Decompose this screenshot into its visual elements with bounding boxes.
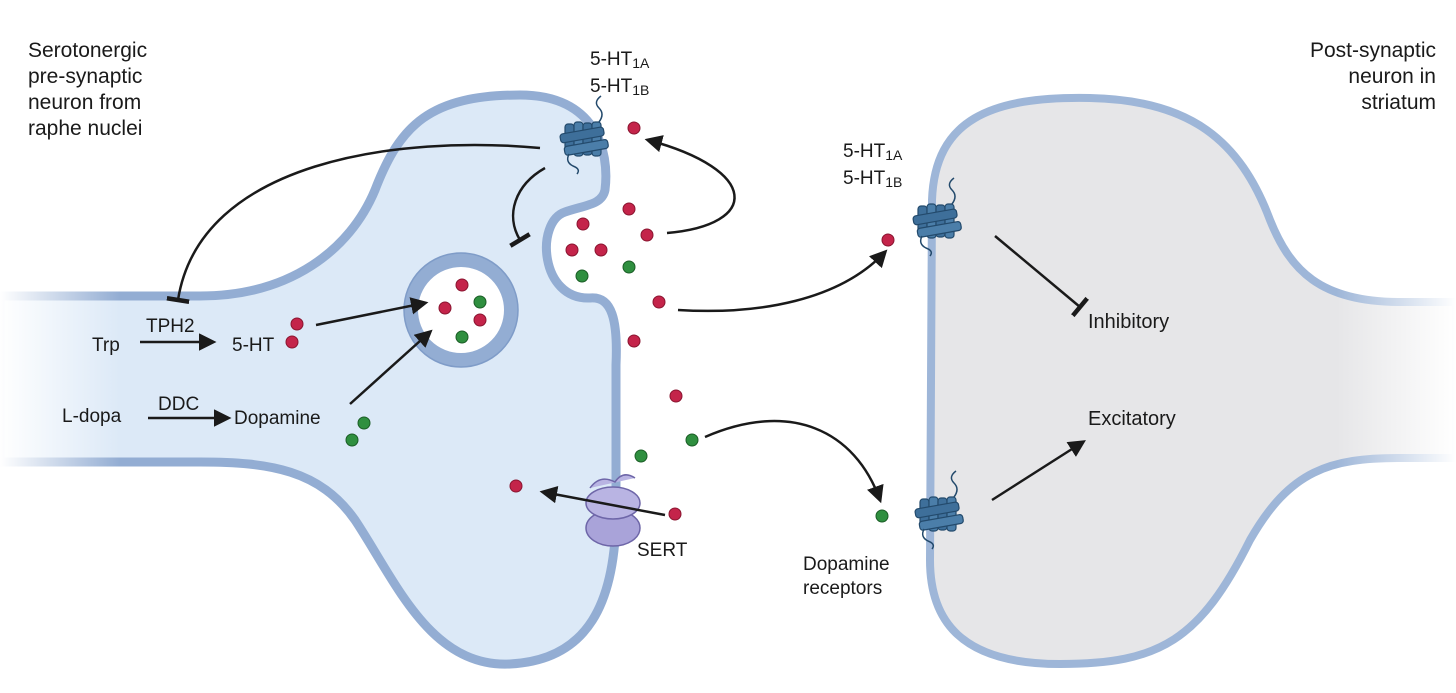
sert-transporter-icon [585, 474, 641, 547]
post-label-line: Post-synaptic [1309, 39, 1436, 62]
dopamine-molecule [634, 449, 648, 463]
inhibitory-label: Inhibitory [1088, 311, 1170, 333]
dopamine-molecule [455, 330, 469, 344]
trp-label: Trp [92, 335, 120, 356]
pre-label-line: Serotonergic [28, 39, 148, 62]
serotonin-to-post-receptor-arrow [677, 249, 888, 313]
serotonin-molecule [576, 217, 590, 231]
serotonin-molecule [622, 202, 636, 216]
pre-label-line: raphe nuclei [28, 117, 143, 140]
postsynaptic-fade [1336, 290, 1456, 470]
post-label-line: striatum [1361, 91, 1436, 114]
autoreceptor-inhibits-release [509, 166, 546, 248]
receptor-subtype: 1A [885, 147, 903, 163]
inhibitory-arrow [994, 235, 1089, 318]
serotonin-molecule [652, 295, 666, 309]
dopamine-receptors-label: Dopamine receptors [803, 553, 890, 601]
5ht-label: 5-HT [232, 335, 275, 356]
serotonin-molecule [640, 228, 654, 242]
serotonin-molecule [668, 507, 682, 521]
dopamine-label: Dopamine [234, 408, 321, 429]
serotonin-molecule [565, 243, 579, 257]
receptor-subtype: 1B [885, 174, 903, 190]
pre-label-line: neuron from [28, 91, 142, 114]
synaptic-vesicle [404, 253, 518, 367]
dopamine-molecule [875, 509, 889, 523]
presynaptic-fade [0, 280, 120, 480]
dopamine-receptors-line: receptors [803, 578, 883, 599]
serotonin-molecule [455, 278, 469, 292]
serotonin-molecule [473, 313, 487, 327]
dopamine-molecule [345, 433, 359, 447]
excitatory-arrow [991, 440, 1086, 502]
dopamine-molecule [473, 295, 487, 309]
serotonin-molecule [290, 317, 304, 331]
autoreceptor-label: 5-HT1A 5-HT1B [590, 48, 649, 102]
presynaptic-neuron-label: Serotonergic pre-synaptic neuron from ra… [28, 38, 147, 142]
serotonin-molecule [594, 243, 608, 257]
serotonin-molecule [881, 233, 895, 247]
serotonin-molecule [285, 335, 299, 349]
dopamine-molecule [622, 260, 636, 274]
excitatory-label: Excitatory [1088, 408, 1176, 430]
serotonin-molecule [438, 301, 452, 315]
receptor-subtype: 1A [632, 55, 650, 71]
serotonin-molecule [627, 121, 641, 135]
receptor-name: 5-HT [590, 76, 633, 97]
ddc-label: DDC [158, 394, 200, 415]
pre-label-line: pre-synaptic [28, 65, 143, 88]
receptor-name: 5-HT [843, 168, 886, 189]
tph2-label: TPH2 [146, 316, 195, 337]
ldopa-label: L-dopa [62, 406, 122, 427]
vesicle-outline [403, 252, 519, 368]
dopamine-to-vesicle-arrow [349, 329, 433, 405]
serotonin-molecule [669, 389, 683, 403]
sert-reuptake-arrow [539, 485, 666, 517]
serotonin-molecule [509, 479, 523, 493]
postsynaptic-neuron-label: Post-synaptic neuron in striatum [1240, 38, 1436, 116]
post-receptor-label: 5-HT1A 5-HT1B [843, 140, 902, 194]
serotonin-to-autoreceptor-arrow [644, 135, 736, 235]
receptor-subtype: 1B [632, 82, 650, 98]
dopamine-molecule [575, 269, 589, 283]
postsynaptic-neuron [926, 93, 1456, 668]
sert-label: SERT [637, 540, 688, 561]
dopamine-molecule [685, 433, 699, 447]
autoreceptor-inhibits-tph2 [166, 143, 541, 304]
post-label-line: neuron in [1348, 65, 1436, 88]
receptor-name: 5-HT [843, 141, 886, 162]
dopamine-receptors-line: Dopamine [803, 554, 890, 575]
dopamine-to-receptor-arrow [704, 419, 884, 504]
receptor-name: 5-HT [590, 49, 633, 70]
presynaptic-neuron [0, 90, 621, 669]
dopamine-molecule [357, 416, 371, 430]
serotonin-molecule [627, 334, 641, 348]
5ht-to-vesicle-arrow [315, 297, 429, 327]
